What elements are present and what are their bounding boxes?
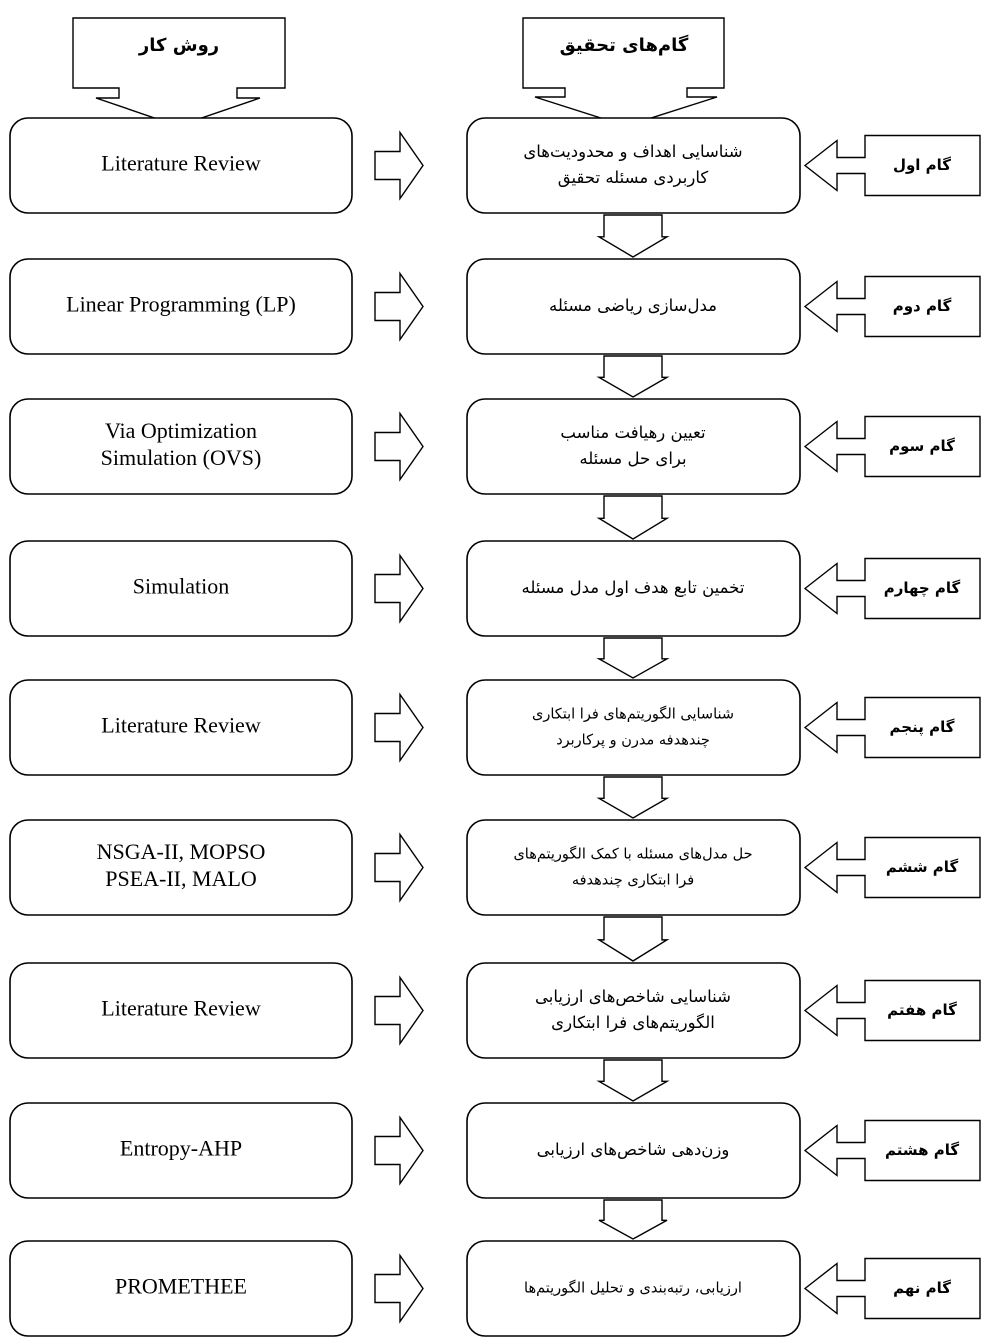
next-step-arrow (596, 637, 670, 679)
next-step-arrow (598, 1199, 668, 1240)
method-header: روش کار (72, 17, 286, 127)
method-to-step-arrow (374, 692, 424, 763)
method-text: Linear Programming (LP) (66, 292, 296, 317)
method-box (9, 819, 353, 916)
step-label-callout (803, 557, 981, 620)
step-text: برای حل مسئله (579, 449, 686, 469)
step-text: وزن‌دهی شاخص‌های ارزیابی (537, 1140, 730, 1160)
step-text: ارزیابی، رتبه‌بندی و تحلیل الگوریتم‌ها (524, 1280, 742, 1297)
step-text: تعیین رهیافت مناسب (560, 423, 706, 443)
step-label: گام دوم (893, 297, 952, 315)
step-row: PROMETHEE ارزیابی، رتبه‌بندی و تحلیل الگو… (9, 1240, 981, 1337)
method-to-step-arrow (374, 271, 424, 342)
step-row: Simulation تخمین تابع هدف اول مدل مسئله گا… (9, 540, 981, 679)
method-box (9, 398, 353, 495)
method-box (9, 1240, 353, 1337)
step-box (466, 540, 801, 637)
step-text: مدل‌سازی ریاضی مسئله (549, 296, 717, 316)
step-label-callout (803, 134, 981, 197)
next-step-arrow (596, 916, 670, 962)
next-step-arrow (596, 495, 670, 540)
step-row: Literature Review شناسایی اهداف و محدودیت… (9, 117, 981, 258)
step-label: گام نهم (893, 1279, 951, 1297)
step-label: گام سوم (889, 437, 955, 455)
step-label-callout (803, 1119, 981, 1182)
method-box (9, 540, 353, 637)
step-label-callout (803, 836, 981, 899)
method-box (9, 962, 353, 1059)
steps-header-label: گام‌های تحقیق (560, 34, 689, 56)
step-box (466, 1102, 801, 1199)
method-text: Simulation (133, 574, 230, 599)
method-text: Literature Review (101, 996, 261, 1021)
method-box (9, 258, 353, 355)
step-box (466, 117, 801, 214)
method-text: Literature Review (101, 151, 261, 176)
method-to-step-arrow (374, 130, 424, 201)
next-step-arrow (596, 776, 670, 819)
step-text: شناسایی اهداف و محدودیت‌های (523, 142, 742, 162)
step-row: Literature Review شناسایی شاخص‌های ارزیاب… (9, 962, 981, 1102)
method-text: NSGA-II, MOPSO (97, 839, 266, 864)
step-row: Literature Review شناسایی الگوریتم‌های فر… (9, 679, 981, 819)
step-box (466, 258, 801, 355)
method-text: PROMETHEE (115, 1274, 247, 1299)
step-label: گام چهارم (884, 579, 961, 598)
step-box (466, 819, 801, 916)
step-text: حل مدل‌های مسئله با کمک الگوریتم‌های (513, 846, 752, 863)
next-step-arrow (596, 214, 670, 258)
step-text: چندهدفه مدرن و پرکاربرد (556, 733, 710, 749)
step-text: الگوریتم‌های فرا ابتکاری (551, 1013, 715, 1033)
step-text: شناسایی شاخص‌های ارزیابی (535, 987, 731, 1007)
steps-header-arrow (522, 17, 725, 127)
method-box (9, 1102, 353, 1199)
next-step-arrow (596, 1059, 670, 1102)
method-to-step-arrow (374, 553, 424, 624)
step-box (466, 679, 801, 776)
step-label: گام اول (893, 156, 951, 174)
step-label-callout (803, 275, 981, 338)
step-label-callout (803, 979, 981, 1042)
method-text: Literature Review (101, 713, 261, 738)
step-label: گام پنجم (890, 718, 955, 737)
method-to-step-arrow (374, 975, 424, 1046)
step-label-callout (803, 1257, 981, 1320)
step-text: کاربردی مسئله تحقیق (558, 168, 709, 188)
step-rows: Literature Review شناسایی اهداف و محدودیت… (9, 117, 981, 1337)
step-label: گام هفتم (887, 1001, 957, 1019)
step-label-callout (803, 696, 981, 759)
method-text: Simulation (OVS) (101, 445, 262, 470)
step-label: گام هشتم (885, 1141, 959, 1159)
step-box (466, 398, 801, 495)
method-box (9, 117, 353, 214)
method-box (9, 679, 353, 776)
step-row: Linear Programming (LP) مدل‌سازی ریاضی مس… (9, 258, 981, 398)
step-box (466, 962, 801, 1059)
step-text: فرا ابتکاری چندهدفه (572, 873, 694, 889)
steps-header: گام‌های تحقیق (522, 17, 725, 127)
step-text: شناسایی الگوریتم‌های فرا ابتکاری (532, 706, 734, 723)
step-label-callout (803, 415, 981, 478)
method-to-step-arrow (374, 1115, 424, 1186)
step-label: گام ششم (886, 858, 959, 876)
method-text: PSEA-II, MALO (105, 866, 257, 891)
step-row: Entropy-AHP وزن‌دهی شاخص‌های ارزیابی گام ه… (9, 1102, 981, 1240)
method-to-step-arrow (374, 1253, 424, 1324)
method-header-arrow (72, 17, 286, 127)
method-to-step-arrow (374, 411, 424, 482)
step-box (466, 1240, 801, 1337)
method-to-step-arrow (374, 832, 424, 903)
method-text: Entropy-AHP (120, 1136, 242, 1161)
step-text: تخمین تابع هدف اول مدل مسئله (522, 578, 745, 598)
method-header-label: روش کار (138, 35, 219, 56)
next-step-arrow (596, 355, 670, 398)
method-text: Via Optimization (105, 418, 257, 443)
